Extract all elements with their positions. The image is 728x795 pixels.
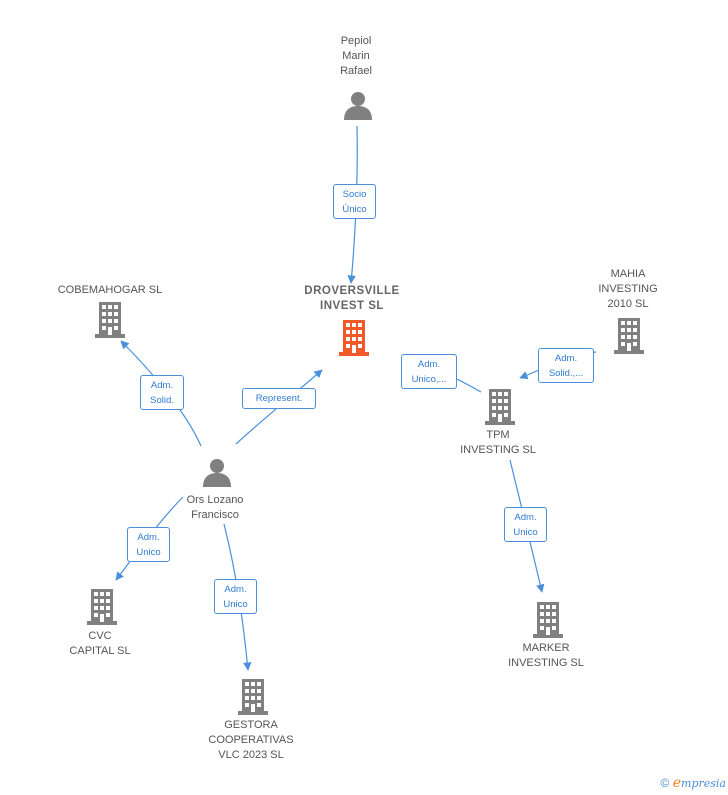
node-label-droversville[interactable]: DROVERSVILLE INVEST SL xyxy=(304,285,400,312)
node-label-gestora[interactable]: GESTORA COOPERATIVAS VLC 2023 SL xyxy=(208,719,294,761)
node-label-cvc[interactable]: CVC CAPITAL SL xyxy=(69,630,131,657)
person-icon[interactable] xyxy=(344,92,372,120)
building-icon[interactable] xyxy=(339,320,369,356)
building-icon[interactable] xyxy=(614,318,644,354)
building-icon[interactable] xyxy=(95,302,125,338)
brand-logo-e: e xyxy=(672,775,682,791)
brand-logo-text: mpresia xyxy=(681,777,726,790)
edge-label-adm-unico: Adm. Unico xyxy=(504,507,547,542)
edge-label-adm-unico: Adm. Unico xyxy=(214,579,257,614)
building-icon[interactable] xyxy=(533,602,563,638)
node-label-ors[interactable]: Ors Lozano Francisco xyxy=(186,494,244,521)
building-icon[interactable] xyxy=(87,589,117,625)
building-icon[interactable] xyxy=(485,389,515,425)
edge-label-represent: Represent. xyxy=(242,388,316,409)
edge-label-adm-solid: Adm. Solid.,... xyxy=(538,348,594,383)
node-label-tpm[interactable]: TPM INVESTING SL xyxy=(460,429,536,456)
person-icon[interactable] xyxy=(203,459,231,487)
node-label-mahia[interactable]: MAHIA INVESTING 2010 SL xyxy=(598,268,658,310)
edge-label-adm-solid: Adm. Solid. xyxy=(140,375,184,410)
edge-label-adm-unico: Adm. Unico,... xyxy=(401,354,457,389)
brand-footer: © empresia xyxy=(661,775,726,791)
node-label-cobemahogar[interactable]: COBEMAHOGAR SL xyxy=(57,284,163,296)
edge-label-socio-unico: Socio Único xyxy=(333,184,376,219)
node-label-marker[interactable]: MARKER INVESTING SL xyxy=(508,642,584,669)
edge-label-adm-unico: Adm. Unico xyxy=(127,527,170,562)
building-icon[interactable] xyxy=(238,679,268,715)
node-label-pepiol[interactable]: Pepiol Marin Rafael xyxy=(340,35,372,77)
copyright-symbol: © xyxy=(660,776,670,790)
